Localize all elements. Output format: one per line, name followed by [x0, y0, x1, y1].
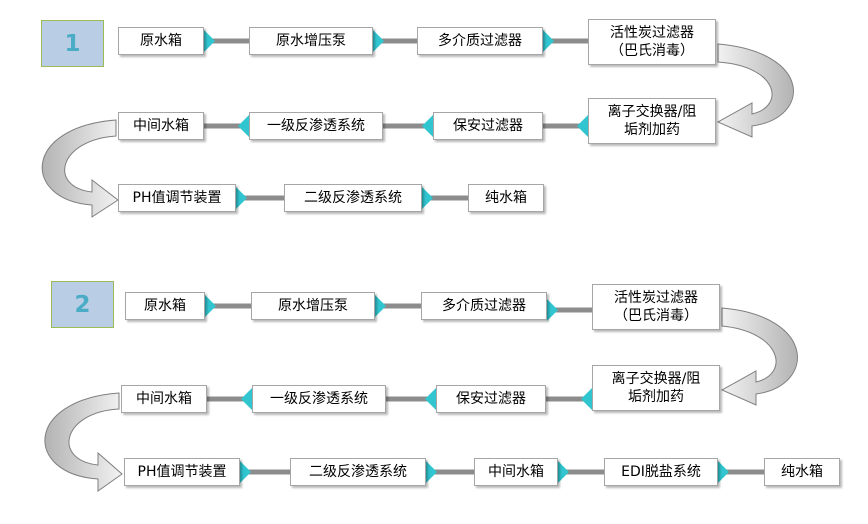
arrowhead-2 [373, 30, 384, 52]
flow2-step-ph-adjuster: PH值调节装置 [124, 458, 240, 486]
flow1-step-primary-ro-system: 一级反渗透系统 [249, 112, 383, 140]
arrowhead-18 [718, 461, 729, 483]
flow2-step-activated-carbon-filter: 活性炭过滤器 （巴氏消毒） [592, 284, 720, 330]
connectors-layer [204, 30, 764, 483]
flow2-step-pure-water-tank: 纯水箱 [764, 458, 840, 486]
flow1-step-ion-exchanger: 离子交换器/阻 垢剂加药 [588, 98, 716, 144]
flow1-step-multimedia-filter: 多介质过滤器 [417, 27, 543, 55]
flow2-step-raw-water-tank: 原水箱 [125, 292, 205, 320]
arrowhead-15 [240, 461, 251, 483]
arrowhead-6 [238, 115, 249, 137]
arrowhead-10 [375, 295, 386, 317]
arrowhead-1 [204, 30, 215, 52]
flow1-step-raw-water-tank: 原水箱 [118, 27, 204, 55]
flow2-step-intermediate-tank: 中间水箱 [121, 385, 207, 413]
flow2-badge: 2 [51, 281, 114, 328]
curved-arrows-layer [41, 43, 798, 492]
flow2-step-multimedia-filter: 多介质过滤器 [421, 292, 547, 320]
flow1-step-activated-carbon-filter: 活性炭过滤器 （巴氏消毒） [588, 19, 716, 65]
u-turn-arrow-right-2 [720, 307, 798, 406]
flow1-step-ph-adjuster: PH值调节装置 [118, 184, 236, 212]
flow2-step-intermediate-tank-2: 中间水箱 [474, 458, 558, 486]
flow2-step-secondary-ro-system: 二级反渗透系统 [290, 458, 426, 486]
arrowhead-5 [422, 115, 433, 137]
flow2-step-raw-water-booster-pump: 原水增压泵 [251, 292, 375, 320]
u-turn-arrow-right-1 [716, 43, 794, 138]
u-turn-arrow-left-2 [44, 392, 123, 492]
flow1-step-raw-water-booster-pump: 原水增压泵 [249, 27, 373, 55]
arrowhead-13 [425, 388, 436, 410]
flow1-step-intermediate-tank: 中间水箱 [118, 112, 204, 140]
arrowhead-12 [581, 388, 592, 410]
arrowhead-17 [558, 461, 569, 483]
flow1-step-secondary-ro-system: 二级反渗透系统 [284, 184, 422, 212]
flow1-step-security-filter: 保安过滤器 [433, 112, 543, 140]
arrowhead-7 [236, 187, 247, 209]
arrowhead-4 [577, 115, 588, 137]
arrowhead-9 [205, 295, 216, 317]
flow1-badge: 1 [41, 20, 104, 67]
u-turn-arrow-left-1 [41, 119, 119, 218]
flow2-step-edi-system: EDI脱盐系统 [604, 458, 718, 486]
arrowhead-8 [422, 187, 433, 209]
arrowhead-16 [426, 461, 437, 483]
flow2-step-security-filter: 保安过滤器 [436, 385, 546, 413]
arrowhead-3 [543, 30, 554, 52]
flow2-step-ion-exchanger: 离子交换器/阻 垢剂加药 [592, 365, 720, 411]
flow1-step-pure-water-tank: 纯水箱 [468, 184, 544, 212]
arrowhead-14 [241, 388, 252, 410]
flow2-step-primary-ro-system: 一级反渗透系统 [252, 385, 386, 413]
arrowhead-11 [547, 299, 558, 321]
